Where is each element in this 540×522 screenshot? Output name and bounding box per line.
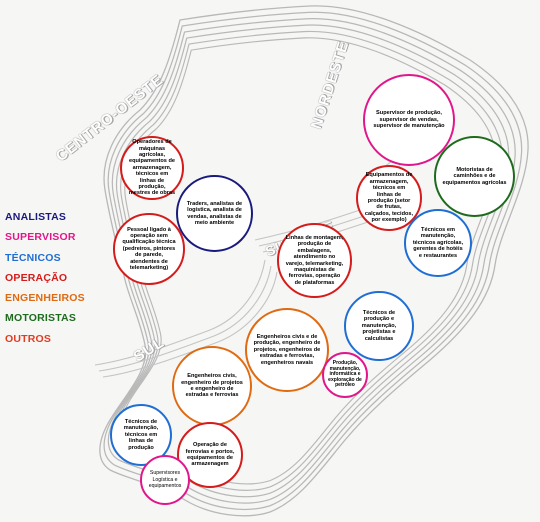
bubble-co-pessoal: Pessoal ligado à operação sem qualificaç…: [113, 213, 185, 285]
legend-motoristas: MOTORISTAS: [5, 312, 77, 325]
bubble-sul-engenheiros: Engenheiros civis, engenheiro de projeto…: [172, 346, 252, 426]
bubble-ne-equipamentos-text: Equipamentos de armazenagem, técnicos em…: [364, 172, 414, 224]
bubble-sul-operacao-text: Operação de ferrovias e portos, equipame…: [185, 442, 235, 468]
bubble-sul-tecnicos-text: Técnicos de manutenção, técnicos em linh…: [123, 418, 159, 451]
legend-engenheiros: ENGENHEIROS: [5, 292, 85, 305]
legend-outros: OUTROS: [5, 332, 52, 345]
bubble-se-engenheiros-text: Engenheiros civis e de produção, engenhe…: [253, 333, 321, 366]
bubble-se-linhas: Linhas de montagem, produção de embalage…: [277, 223, 352, 298]
bubble-ne-tecnicos: Técnicos em manutenção, técnicos agrícol…: [404, 209, 472, 277]
bubble-ne-tecnicos-text: Técnicos em manutenção, técnicos agrícol…: [412, 226, 464, 259]
bubble-se-producao: Produção, manutenção, informática e expl…: [322, 352, 368, 398]
bubble-sul-supervisores: Supervisores Logística e equipamentos: [140, 455, 190, 505]
bubble-ne-equipamentos: Equipamentos de armazenagem, técnicos em…: [356, 165, 422, 231]
bubble-co-operadores: Operadores de máquinas agrícolas, equipa…: [120, 136, 184, 200]
bubble-sul-tecnicos: Técnicos de manutenção, técnicos em linh…: [110, 404, 172, 466]
bubble-se-tecnicos: Técnicos de produção e manutenção, proje…: [344, 291, 414, 361]
bubble-ne-supervisor-text: Supervisor de produção, supervisor de ve…: [373, 110, 445, 130]
bubble-ne-motoristas: Motoristas de caminhões e de equipamento…: [434, 136, 515, 217]
bubble-se-linhas-text: Linhas de montagem, produção de embalage…: [285, 234, 344, 286]
legend-operacao: OPERAÇÃO: [5, 271, 68, 284]
bubble-ne-motoristas-text: Motoristas de caminhões e de equipamento…: [442, 166, 507, 186]
bubble-co-traders: Traders, analistas de logística, analist…: [176, 175, 253, 252]
legend-analistas: ANALISTAS: [5, 211, 67, 223]
bubble-se-producao-text: Produção, manutenção, informática e expl…: [328, 360, 362, 389]
bubble-co-pessoal-text: Pessoal ligado à operação sem qualificaç…: [122, 226, 176, 272]
bubble-se-tecnicos-text: Técnicos de produção e manutenção, proje…: [361, 309, 397, 342]
bubble-sul-engenheiros-text: Engenheiros civis, engenheiro de projeto…: [181, 373, 243, 399]
bubble-se-engenheiros: Engenheiros civis e de produção, engenhe…: [245, 308, 329, 392]
bubble-ne-supervisor: Supervisor de produção, supervisor de ve…: [363, 74, 455, 166]
bubble-sul-supervisores-text: Supervisores Logística e equipamentos: [148, 470, 182, 490]
legend: ANALISTAS SUPERVISOR TÉCNICOS OPERAÇÃO E…: [5, 207, 85, 349]
legend-supervisor: SUPERVISOR: [5, 231, 76, 244]
legend-tecnicos: TÉCNICOS: [5, 251, 61, 264]
bubble-co-traders-text: Traders, analistas de logística, analist…: [186, 200, 243, 226]
bubble-co-operadores-text: Operadores de máquinas agrícolas, equipa…: [128, 139, 176, 197]
